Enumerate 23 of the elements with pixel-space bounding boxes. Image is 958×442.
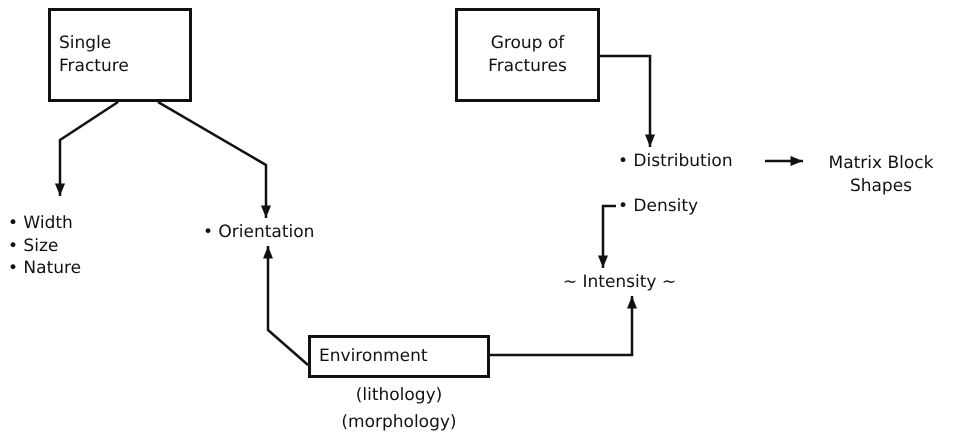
process-box	[455, 8, 600, 102]
arrow	[157, 100, 271, 218]
item-label: • Nature	[8, 257, 82, 280]
arrow	[600, 54, 655, 147]
note-text: (lithology)	[356, 384, 442, 407]
item-label: • Distribution	[618, 150, 733, 172]
arrow	[490, 296, 637, 356]
item-label: • Orientation	[203, 220, 314, 244]
process-box	[48, 8, 192, 102]
item-label: • Width	[8, 212, 73, 235]
item-label: • Density	[618, 194, 698, 218]
box-label: Environment	[319, 345, 428, 368]
box-label: Single Fracture	[59, 32, 130, 78]
arrow	[55, 100, 119, 196]
item-label: ∼ Intensity ∼	[562, 270, 676, 294]
arrow	[765, 156, 803, 166]
box-label: Group of Fractures	[487, 32, 568, 78]
note-text: (morphology)	[341, 411, 457, 434]
arrow	[263, 246, 309, 366]
item-label: • Size	[8, 234, 58, 258]
item-label: Matrix Block Shapes	[828, 152, 934, 198]
arrow	[598, 204, 616, 268]
process-box	[308, 335, 490, 378]
